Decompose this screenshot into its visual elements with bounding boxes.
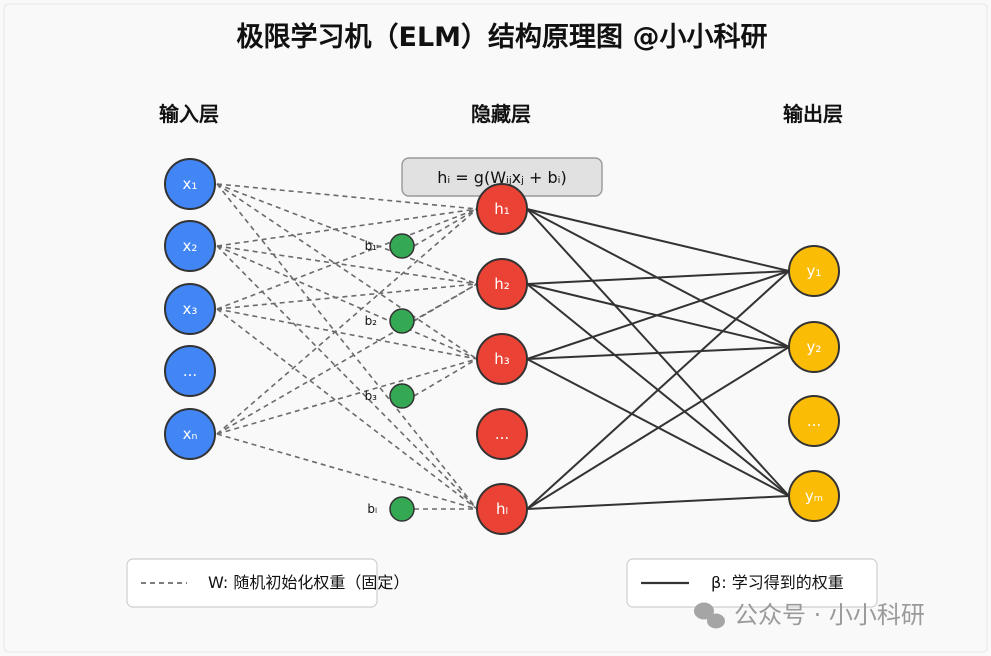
- hidden-node-label: ...: [495, 425, 509, 443]
- edge-b3-h3: [413, 358, 478, 397]
- input-nodes: x₁ x₂ x₃ ... xₙ: [164, 158, 216, 460]
- bias-label: b₃: [365, 389, 378, 403]
- legend-learned-weights: β: 学习得到的权重: [626, 558, 878, 608]
- edge-h1-y1: [526, 208, 790, 272]
- output-layer-label: 输出层: [783, 102, 843, 126]
- edge-x1-h1: [216, 183, 478, 210]
- edge-x2-h1: [216, 208, 478, 247]
- hidden-node-label: h₁: [494, 200, 510, 218]
- hidden-layer-label: 隐藏层: [471, 102, 531, 126]
- edge-hl-y1: [526, 270, 790, 510]
- watermark-text: 公众号 · 小小科研: [734, 601, 925, 629]
- edge-x1-h2: [216, 183, 478, 285]
- edge-xn-h3: [216, 358, 478, 435]
- legend-random-weights: W: 随机初始化权重（固定）: [126, 558, 409, 608]
- input-node-x1: [164, 158, 216, 210]
- edge-hl-ym: [526, 495, 790, 510]
- input-node-x3: [164, 283, 216, 335]
- output-node-ellipsis: [788, 395, 840, 447]
- bias-nodes: b₁ b₂ b₃ bₗ: [365, 233, 415, 522]
- edge-x3-h1: [216, 208, 478, 310]
- edge-x2-hl: [216, 245, 478, 510]
- legend-dashed-label: W: 随机初始化权重（固定）: [208, 573, 409, 592]
- input-node-label: ...: [183, 362, 197, 380]
- edge-h3-y2: [526, 346, 790, 360]
- edge-x3-h2: [216, 283, 478, 310]
- output-node-label: yₘ: [805, 487, 823, 505]
- edge-x1-hl: [216, 183, 478, 510]
- bias-label: b₂: [365, 314, 378, 328]
- activation-formula: hᵢ = g(Wᵢⱼxⱼ + bᵢ): [437, 168, 567, 187]
- output-node-label: ...: [807, 412, 821, 430]
- bias-label: b₁: [365, 239, 378, 253]
- input-node-xn: [164, 408, 216, 460]
- hidden-node-ellipsis: [476, 408, 528, 460]
- edge-b1-h1: [413, 208, 478, 247]
- input-node-label: x₃: [183, 300, 198, 318]
- output-node-label: y₂: [807, 338, 822, 356]
- edge-b2-h2: [413, 283, 478, 322]
- output-nodes: y₁ y₂ ... yₘ: [788, 245, 840, 522]
- output-node-y2: [788, 321, 840, 373]
- input-hidden-edges: [216, 183, 478, 510]
- input-node-ellipsis: [164, 345, 216, 397]
- edge-x2-h2: [216, 245, 478, 285]
- output-node-label: y₁: [807, 262, 822, 280]
- edge-hl-y2: [526, 346, 790, 510]
- output-node-y1: [788, 245, 840, 297]
- edge-xn-hl: [216, 433, 478, 510]
- legend-box: [126, 558, 378, 608]
- input-node-x2: [164, 220, 216, 272]
- bias-edges: [413, 208, 478, 510]
- wechat-icon: [694, 602, 725, 629]
- hidden-node-h3: [476, 333, 528, 385]
- hidden-node-label: hₗ: [496, 500, 508, 518]
- input-node-label: x₂: [183, 237, 198, 255]
- input-node-label: xₙ: [183, 425, 198, 443]
- edge-x1-h3: [216, 183, 478, 360]
- hidden-nodes: h₁ h₂ h₃ ... hₗ: [476, 183, 528, 535]
- edge-x3-h3: [216, 308, 478, 360]
- bias-node-b1: [389, 233, 415, 259]
- output-node-ym: [788, 470, 840, 522]
- bias-node-b2: [389, 308, 415, 334]
- hidden-node-hl: [476, 483, 528, 535]
- wechat-watermark: 公众号 · 小小科研: [694, 601, 925, 629]
- hidden-node-label: h₂: [494, 275, 510, 293]
- edge-x2-h3: [216, 245, 478, 360]
- legend-box: [626, 558, 878, 608]
- hidden-node-label: h₃: [494, 350, 510, 368]
- edge-x3-hl: [216, 308, 478, 510]
- edge-h2-y1: [526, 270, 790, 285]
- legend-solid-label: β: 学习得到的权重: [711, 573, 844, 592]
- bias-label: bₗ: [367, 502, 377, 516]
- diagram-title: 极限学习机（ELM）结构原理图 @小小科研: [237, 21, 768, 53]
- input-layer-label: 输入层: [159, 102, 219, 126]
- hidden-output-edges: [526, 208, 790, 510]
- edge-h3-y1: [526, 270, 790, 360]
- canvas-frame: [3, 3, 988, 653]
- hidden-node-h1: [476, 183, 528, 235]
- bias-node-bl: [389, 496, 415, 522]
- bias-node-b3: [389, 383, 415, 409]
- hidden-node-h2: [476, 258, 528, 310]
- edge-xn-h1: [216, 208, 478, 435]
- input-node-label: x₁: [183, 175, 198, 193]
